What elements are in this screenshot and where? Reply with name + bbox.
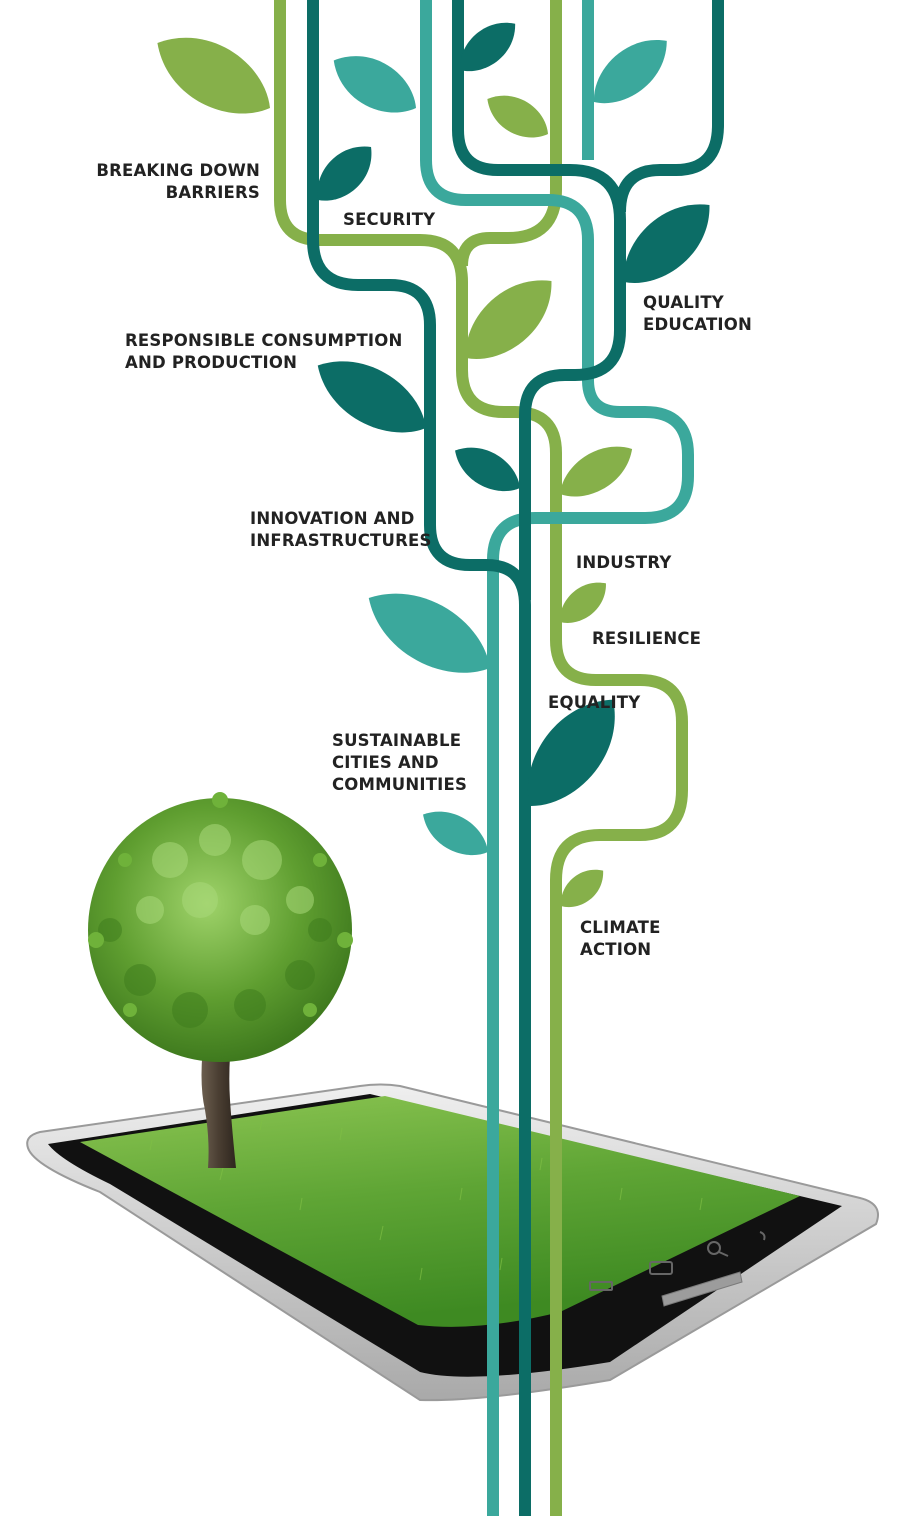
vine-stem: [274, 0, 724, 1516]
tree-illustration: [88, 792, 353, 1168]
grass-screen: [80, 1096, 800, 1327]
label-resilience: RESILIENCE: [592, 629, 702, 648]
label-climate-action: CLIMATE ACTION: [580, 918, 661, 959]
label-sustainable-cities: SUSTAINABLE CITIES AND COMMUNITIES: [332, 731, 468, 794]
label-breaking-down-barriers: BREAKING DOWN BARRIERS: [96, 161, 260, 202]
label-industry: INDUSTRY: [576, 553, 672, 572]
label-innovation-infrastructures: INNOVATION AND INFRASTRUCTURES: [250, 509, 432, 550]
label-responsible-consumption: RESPONSIBLE CONSUMPTION AND PRODUCTION: [125, 331, 403, 372]
label-equality: EQUALITY: [548, 693, 641, 712]
label-security: SECURITY: [343, 210, 436, 229]
tablet-illustration: [26, 1083, 879, 1402]
label-quality-education: QUALITY EDUCATION: [643, 293, 752, 334]
